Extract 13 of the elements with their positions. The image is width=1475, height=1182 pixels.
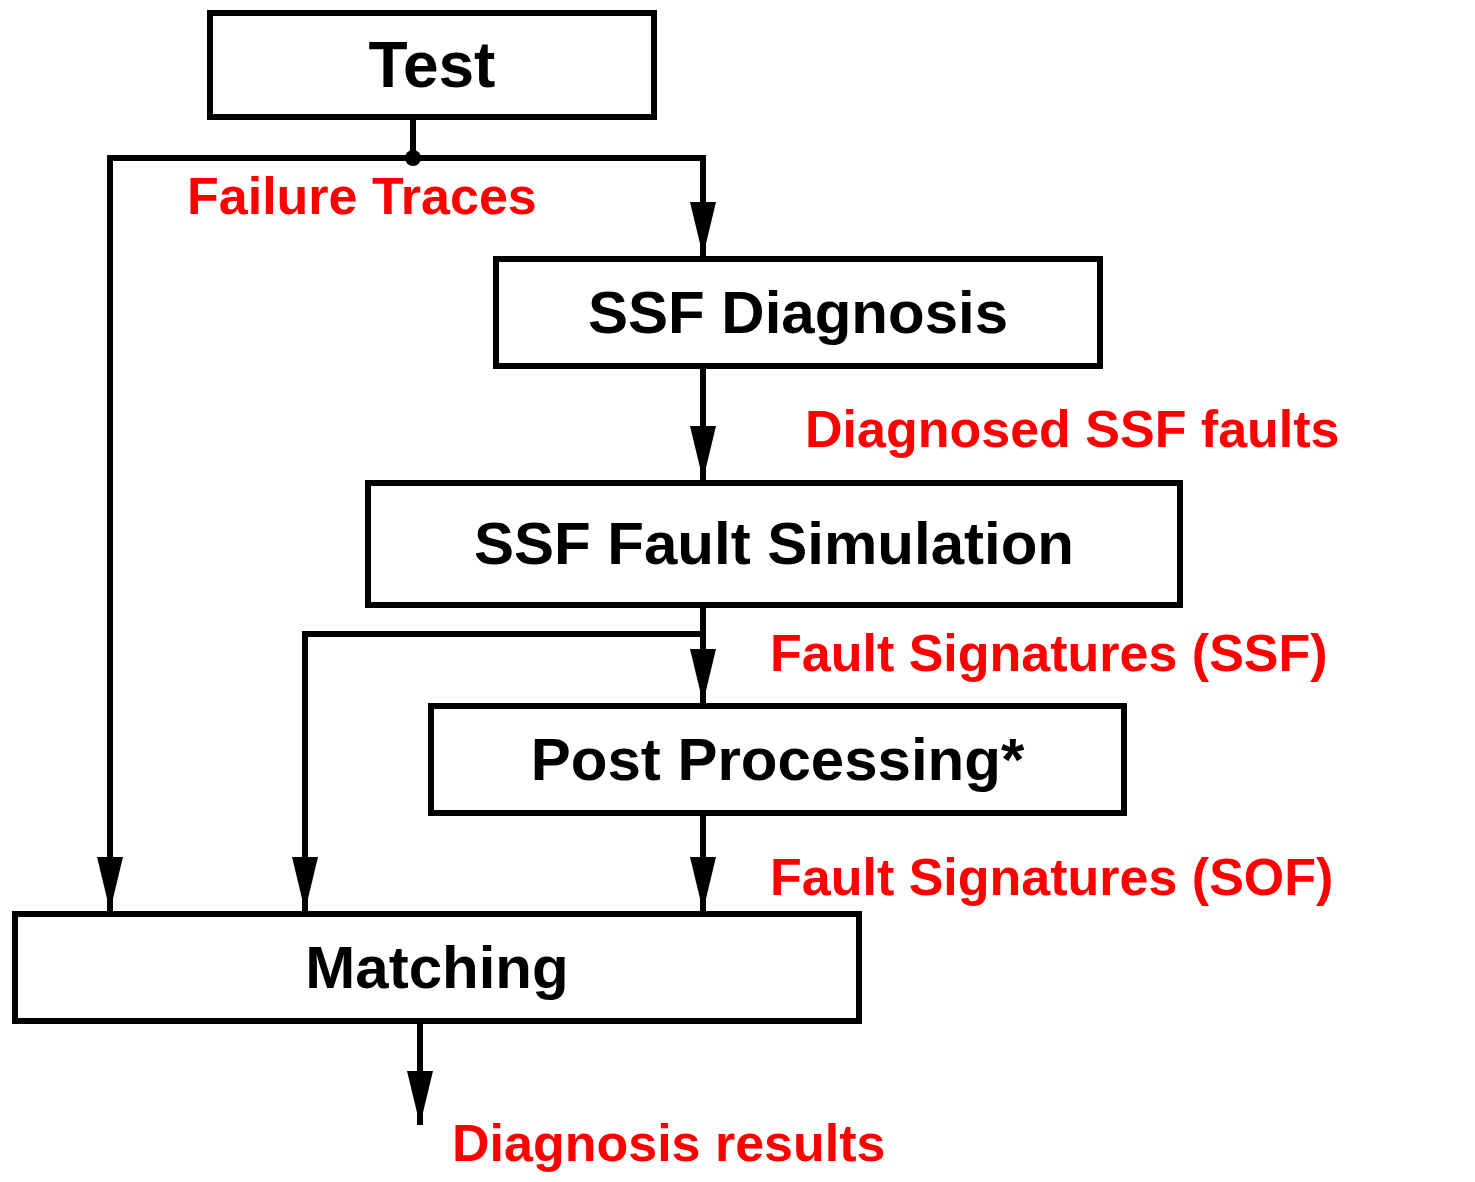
arrow (690, 816, 716, 911)
process-box (12, 911, 862, 1024)
box-label: Post Processing* (530, 729, 1025, 790)
box-label: Test (368, 33, 496, 97)
arrow (407, 1024, 433, 1125)
box-label: SSF Fault Simulation (474, 514, 1074, 574)
process-box (365, 480, 1183, 608)
box-label: Matching (305, 937, 569, 998)
process-box (428, 703, 1127, 816)
process-box (207, 10, 657, 120)
process-box (493, 256, 1103, 369)
box-label: SSF Diagnosis (587, 282, 1009, 343)
arrow (690, 369, 716, 480)
